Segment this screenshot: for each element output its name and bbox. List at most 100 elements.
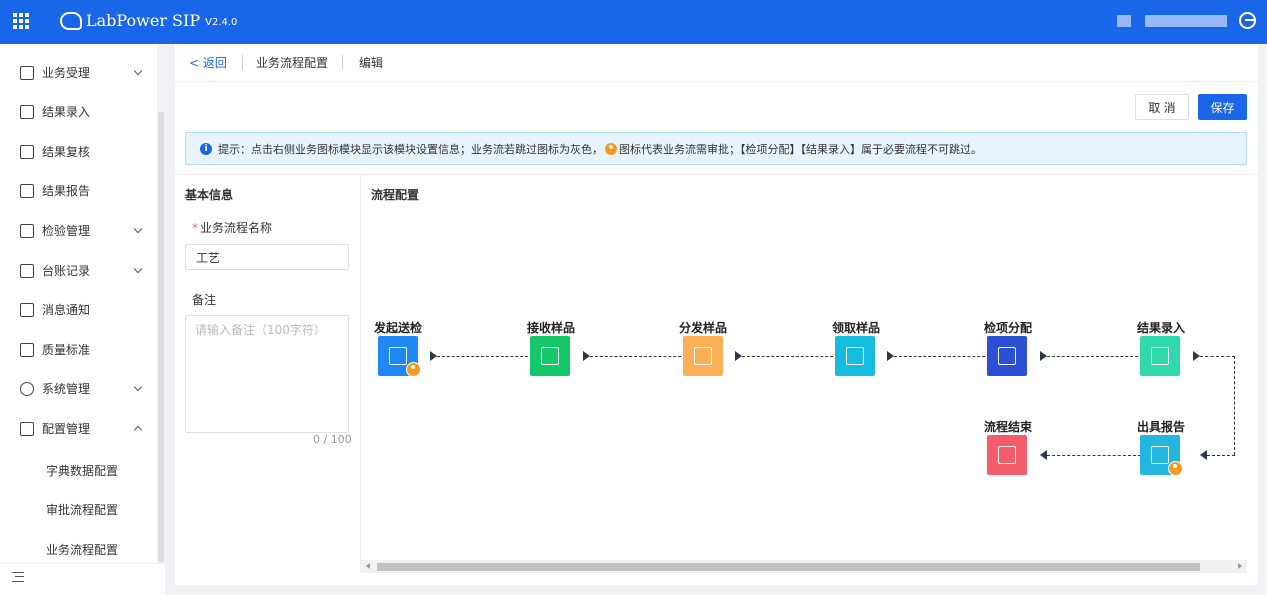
sidebar-item-quality-standards[interactable]: 质量标准 xyxy=(0,330,157,369)
collapse-sidebar-icon[interactable] xyxy=(12,572,24,582)
send-icon xyxy=(389,347,407,365)
back-link[interactable]: < 返回 xyxy=(189,56,227,70)
flow-horizontal-scrollbar[interactable] xyxy=(361,560,1247,573)
app-title: LabPower SIP xyxy=(86,11,201,30)
tip-banner: i 提示：点击右侧业务图标模块显示该模块设置信息；业务流若跳过图标为灰色， 图标… xyxy=(185,132,1247,165)
edge-arrow-start xyxy=(1040,351,1047,361)
gear-icon xyxy=(20,381,34,396)
report-icon xyxy=(20,183,34,198)
approval-badge-icon xyxy=(1168,461,1183,476)
flow-edge xyxy=(1207,455,1235,456)
flow-node-item-assignment[interactable] xyxy=(987,336,1027,376)
flow-edge xyxy=(590,356,686,357)
top-bar: LabPower SIP V2.4.0 xyxy=(0,0,1267,44)
app-version: V2.4.0 xyxy=(205,16,238,28)
node-label-receive-sample: 接收样品 xyxy=(527,321,576,335)
node-label-initiate-inspection: 发起送检 xyxy=(374,321,423,335)
edge-arrow-start xyxy=(887,351,894,361)
sidebar-subitem-dictionary-config[interactable]: 字典数据配置 xyxy=(46,464,119,478)
flow-node-flow-end[interactable] xyxy=(987,435,1027,475)
acceptance-icon xyxy=(20,65,34,80)
info-icon: i xyxy=(200,142,212,155)
flow-edge xyxy=(1047,455,1141,456)
node-label-collect-sample: 领取样品 xyxy=(832,321,881,335)
chevron-down-icon xyxy=(133,382,143,392)
megaphone-icon xyxy=(20,302,34,317)
sidebar-item-result-entry[interactable]: 结果录入 xyxy=(0,92,157,131)
flow-edge xyxy=(1047,356,1143,357)
node-label-issue-report: 出具报告 xyxy=(1137,420,1186,434)
shuffle-icon xyxy=(998,347,1016,365)
main-panel: < 返回 业务流程配置 编辑 取 消 保存 i 提示：点击右侧业务图标模块显示该… xyxy=(175,44,1258,585)
remark-char-counter: 0 / 100 xyxy=(313,433,352,446)
flow-node-result-entry[interactable] xyxy=(1140,336,1180,376)
ledger-icon xyxy=(20,263,34,278)
breadcrumb-separator xyxy=(242,55,243,70)
sidebar-item-ledger-records[interactable]: 台账记录 xyxy=(0,251,157,290)
tip-text-part1: 提示：点击右侧业务图标模块显示该模块设置信息；业务流若跳过图标为灰色， xyxy=(218,142,603,156)
tip-text-part2: 图标代表业务流需审批；【检项分配】【结果录入】属于必要流程不可跳过。 xyxy=(619,142,982,156)
user-name[interactable] xyxy=(1145,15,1227,27)
sidebar-item-label: 质量标准 xyxy=(42,343,91,357)
document-icon xyxy=(20,342,34,357)
flow-node-receive-sample[interactable] xyxy=(530,336,570,376)
breadcrumb: < 返回 业务流程配置 编辑 xyxy=(175,44,1258,82)
edit-icon xyxy=(20,104,34,119)
sidebar-item-config-management[interactable]: 配置管理 xyxy=(0,409,157,448)
flow-node-issue-report[interactable] xyxy=(1140,435,1183,476)
approval-badge-icon xyxy=(605,142,617,155)
result-entry-icon xyxy=(1151,347,1169,365)
flow-config-section: 流程配置 发起送检 接收样品 xyxy=(361,174,1258,573)
edge-arrow-start xyxy=(735,351,742,361)
sidebar-item-label: 结果报告 xyxy=(42,184,91,198)
sidebar-item-label: 台账记录 xyxy=(42,264,91,278)
breadcrumb-page: 业务流程配置 xyxy=(256,56,329,70)
sidebar-scrollbar[interactable] xyxy=(157,44,165,564)
basic-info-section: 基本信息 *业务流程名称 备注 0 / 100 xyxy=(175,174,361,572)
collect-sample-icon xyxy=(846,347,864,365)
flow-edge-vertical xyxy=(1234,356,1235,455)
node-label-item-assignment: 检项分配 xyxy=(984,321,1033,335)
sidebar-item-result-report[interactable]: 结果报告 xyxy=(0,171,157,210)
breadcrumb-separator xyxy=(342,55,343,70)
flow-name-label: *业务流程名称 xyxy=(192,221,273,235)
flow-name-input[interactable] xyxy=(185,244,349,270)
sidebar-item-business-acceptance[interactable]: 业务受理 xyxy=(0,53,157,92)
remark-textarea[interactable] xyxy=(185,315,349,433)
sidebar-subitem-business-flow-config[interactable]: 业务流程配置 xyxy=(46,543,119,557)
edge-arrow-start xyxy=(583,351,590,361)
receive-sample-icon xyxy=(541,347,559,365)
flow-node-distribute-sample[interactable] xyxy=(683,336,723,376)
report-icon xyxy=(1151,446,1169,464)
sidebar-item-label: 检验管理 xyxy=(42,224,91,238)
basic-info-title: 基本信息 xyxy=(185,188,234,202)
apps-grid-icon[interactable] xyxy=(13,13,29,29)
approval-badge-icon xyxy=(406,362,421,377)
scroll-left-arrow-icon[interactable] xyxy=(366,563,370,569)
app-logo[interactable]: LabPower SIP V2.4.0 xyxy=(60,11,237,30)
cancel-button[interactable]: 取 消 xyxy=(1135,94,1189,120)
flow-node-collect-sample[interactable] xyxy=(835,336,875,376)
config-icon xyxy=(20,421,34,436)
chevron-down-icon xyxy=(133,264,143,274)
sidebar-item-inspection-management[interactable]: 检验管理 xyxy=(0,211,157,250)
save-button[interactable]: 保存 xyxy=(1198,94,1247,120)
logo-icon xyxy=(60,11,82,30)
logout-icon[interactable] xyxy=(1239,12,1256,29)
flow-node-initiate-inspection[interactable] xyxy=(378,336,421,377)
sidebar: 业务受理 结果录入 结果复核 结果报告 检验管理 台账记录 消息通知 质量标准 … xyxy=(0,44,165,595)
sidebar-item-result-review[interactable]: 结果复核 xyxy=(0,132,157,171)
sidebar-item-notifications[interactable]: 消息通知 xyxy=(0,290,157,329)
sidebar-subitem-approval-flow-config[interactable]: 审批流程配置 xyxy=(46,503,119,517)
sidebar-item-label: 结果复核 xyxy=(42,145,91,159)
user-avatar[interactable] xyxy=(1117,15,1131,27)
sidebar-item-system-management[interactable]: 系统管理 xyxy=(0,369,157,408)
flow-edge xyxy=(1200,356,1235,357)
scroll-right-arrow-icon[interactable] xyxy=(1238,563,1242,569)
node-label-flow-end: 流程结束 xyxy=(984,420,1033,434)
flow-edge xyxy=(894,356,990,357)
sidebar-scroll-thumb[interactable] xyxy=(158,112,164,562)
flow-scroll-thumb[interactable] xyxy=(377,563,1200,571)
flow-config-title: 流程配置 xyxy=(371,188,420,202)
remark-label: 备注 xyxy=(192,293,217,307)
